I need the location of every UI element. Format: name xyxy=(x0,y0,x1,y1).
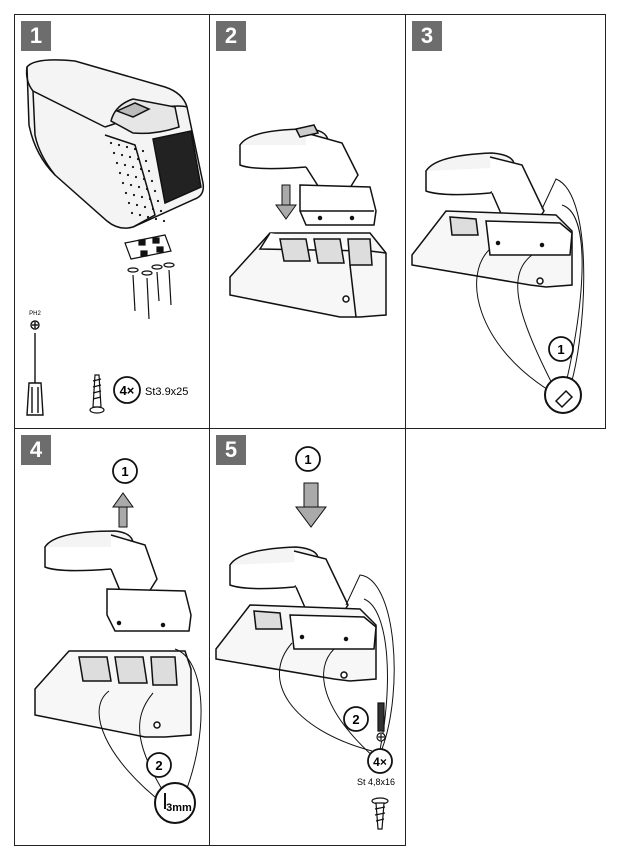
perforation-dot xyxy=(144,159,148,163)
step-3-illustration: 1 xyxy=(411,152,585,414)
assembled-armrest xyxy=(411,152,573,288)
perforation-dot xyxy=(109,141,113,145)
callout-1-label: 1 xyxy=(304,452,311,467)
console-base xyxy=(34,650,192,738)
step-5-illustration: 1 2 4× xyxy=(215,446,395,830)
step-2-badge: 2 xyxy=(216,21,246,51)
perforation-dot xyxy=(146,215,150,219)
perforation-dot xyxy=(115,161,119,165)
callout-1-circle xyxy=(112,458,138,484)
perforation-dot xyxy=(139,167,143,171)
step-5-badge: 5 xyxy=(216,435,246,465)
up-arrow-icon xyxy=(112,492,134,528)
step-3-badge: 3 xyxy=(412,21,442,51)
callout-1-label: 1 xyxy=(557,342,564,357)
callout-2-label: 2 xyxy=(352,712,359,727)
mounting-bracket xyxy=(124,234,175,320)
console-base xyxy=(229,232,387,318)
step-3-panel: 3 1 xyxy=(405,14,606,429)
perforation-dot xyxy=(123,163,127,167)
perforation-dot xyxy=(135,203,139,207)
perforation-dot xyxy=(137,185,141,189)
perforation-dot xyxy=(128,155,132,159)
perforation-dot xyxy=(151,207,155,211)
step-4-panel: 4 1 2 3mm xyxy=(14,428,210,846)
callout-2-circle xyxy=(343,706,369,732)
perforation-dot xyxy=(125,145,129,149)
step-2-panel: 2 xyxy=(209,14,406,429)
perforation-dot xyxy=(117,143,121,147)
perforation-dot xyxy=(121,181,125,185)
perforation-dot xyxy=(153,189,157,193)
perforation-dot xyxy=(145,187,149,191)
perforation-dot xyxy=(133,147,137,151)
armrest-illustration xyxy=(25,59,205,229)
perforation-dot xyxy=(156,199,160,203)
step-1-panel: 1 xyxy=(14,14,210,429)
down-arrow-icon xyxy=(275,184,297,220)
step-2-illustration xyxy=(229,124,387,318)
down-arrow-icon xyxy=(295,482,327,528)
step-4-badge: 4 xyxy=(21,435,51,465)
perforation-dot xyxy=(131,165,135,169)
armrest-top-part xyxy=(44,530,192,632)
step-4-illustration: 1 2 3mm xyxy=(34,458,202,824)
perforation-dot xyxy=(159,209,163,213)
perforation-dot xyxy=(130,211,134,215)
perforation-dot xyxy=(112,151,116,155)
screw-count: 4× xyxy=(373,755,387,769)
callout-1-circle xyxy=(548,336,574,362)
perforation-dot xyxy=(142,177,146,181)
armrest-base-bracket xyxy=(299,184,377,226)
perforation-dot xyxy=(148,197,152,201)
perforation-dot xyxy=(126,173,130,177)
screw-count-circle xyxy=(113,376,141,404)
perforation-dot xyxy=(140,195,144,199)
allen-key-size: 3mm xyxy=(166,802,192,814)
perforation-dot xyxy=(132,193,136,197)
screw-location-arrows xyxy=(476,178,585,396)
callout-1-circle xyxy=(295,446,321,472)
perforation-dot xyxy=(154,217,158,221)
step-1-badge: 1 xyxy=(21,21,51,51)
perforation-dot xyxy=(143,205,147,209)
step-5-panel: 5 1 2 xyxy=(209,428,406,846)
screw-count-circle xyxy=(367,748,393,774)
perforation-dot xyxy=(141,149,145,153)
screwdriver-glyph xyxy=(554,389,574,409)
perforation-dot xyxy=(129,183,133,187)
screwdriver-icon xyxy=(26,320,44,416)
screw-icon xyxy=(371,797,389,830)
assembled-armrest xyxy=(215,546,377,682)
screw-icon xyxy=(89,374,105,414)
perforation-dots xyxy=(109,141,166,223)
perforation-dot xyxy=(124,191,128,195)
step-1-illustration: PH2 4× St3.9x25 xyxy=(25,59,205,416)
screw-count: 4× xyxy=(120,383,135,398)
screwdriver-bit-icon xyxy=(376,702,386,742)
perforation-dot xyxy=(118,171,122,175)
armrest-top-part xyxy=(239,124,359,192)
callout-2-label: 2 xyxy=(155,758,162,773)
perforation-dot xyxy=(147,169,151,173)
perforation-dot xyxy=(136,157,140,161)
perforation-dot xyxy=(134,175,138,179)
screw-spec: St3.9x25 xyxy=(145,386,188,398)
callout-2-circle xyxy=(146,752,172,778)
perforation-dot xyxy=(150,179,154,183)
perforation-dot xyxy=(120,153,124,157)
perforation-dot xyxy=(138,213,142,217)
perforation-dot xyxy=(127,201,131,205)
screw-spec: St 4,8x16 xyxy=(357,777,395,787)
callout-1-label: 1 xyxy=(121,464,128,479)
perforation-dot xyxy=(162,219,166,223)
screwdriver-size-label: PH2 xyxy=(29,311,41,317)
